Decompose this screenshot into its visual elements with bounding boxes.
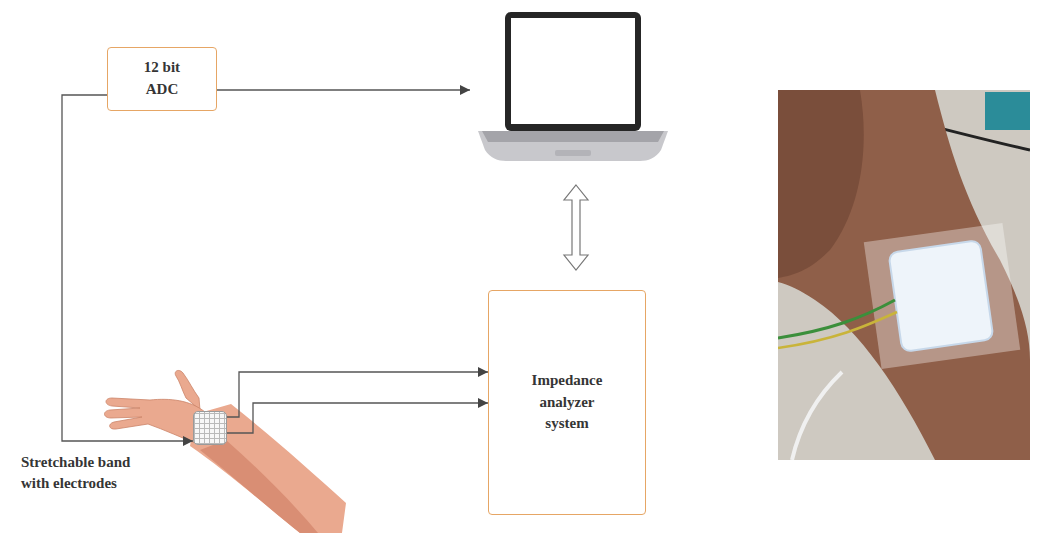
signal-connector	[227, 403, 488, 433]
box-label: 12 bit ADC	[127, 57, 197, 101]
adc-box: 12 bit ADC	[107, 47, 217, 111]
laptop-base	[478, 131, 668, 161]
data-arrow	[217, 89, 470, 90]
laptop-icon	[478, 12, 668, 161]
forearm	[190, 404, 346, 533]
electrode-pad	[888, 240, 993, 352]
laptop-keyboard	[482, 131, 664, 142]
electrode-band: Stretchable band with electrodes	[193, 411, 227, 445]
board	[985, 92, 1030, 130]
laptop-trackpad	[555, 150, 591, 156]
arm-illustration	[104, 370, 346, 533]
laptop-screen-frame	[505, 12, 641, 131]
forearm-shade	[200, 440, 318, 533]
laptop-screen	[511, 18, 635, 124]
tape	[864, 223, 1020, 369]
double-arrow	[564, 185, 588, 270]
wire	[778, 312, 897, 348]
analyzer-box: Impedance analyzer system	[488, 290, 646, 515]
photo	[778, 90, 1030, 460]
signal-connector	[62, 95, 193, 441]
hand	[104, 398, 205, 444]
photo-arm	[778, 90, 1030, 460]
wire	[778, 300, 895, 338]
box-label: Impedance analyzer system	[521, 370, 613, 435]
signal-connector	[227, 372, 488, 417]
band-label: Stretchable band with electrodes	[21, 452, 161, 494]
wire	[792, 372, 842, 460]
photo-background	[778, 90, 1030, 460]
photo-hand-shade	[778, 90, 864, 278]
